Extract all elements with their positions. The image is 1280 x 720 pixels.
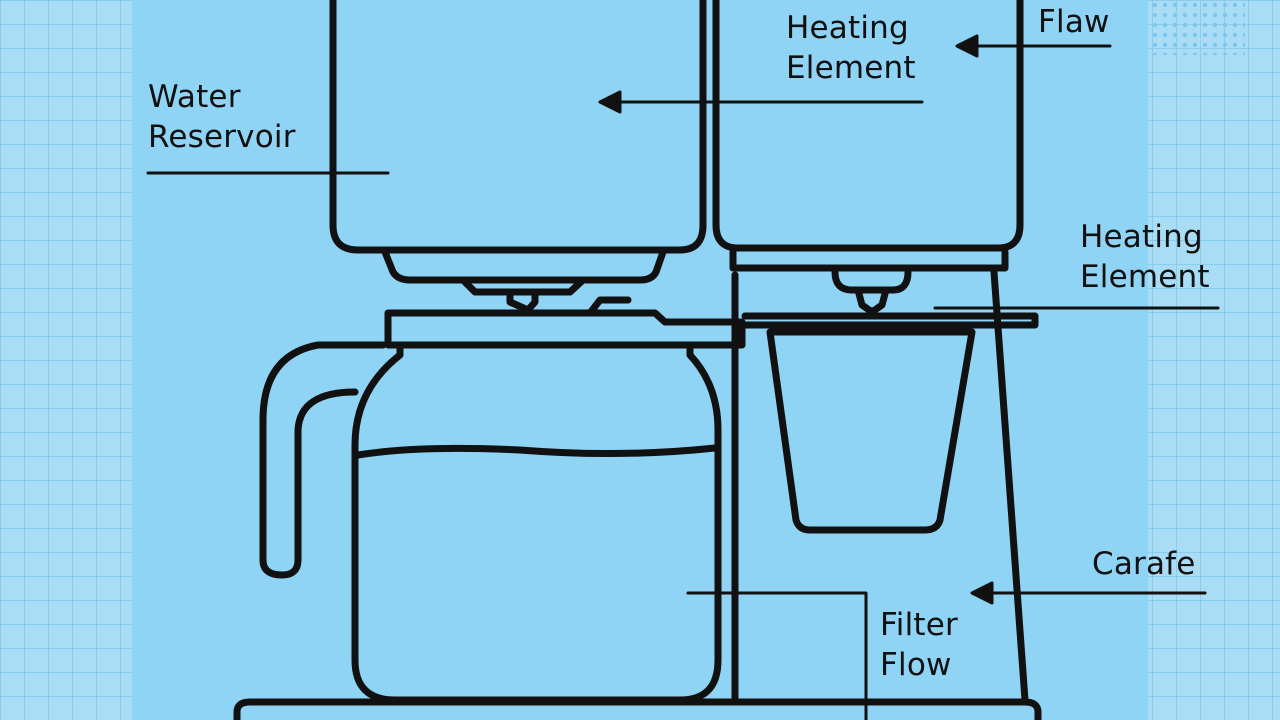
filter-flow-leader bbox=[686, 591, 868, 720]
heating-element-top-label-line2: Element bbox=[786, 50, 916, 86]
heating-element-side-label-line2: Element bbox=[1080, 259, 1210, 295]
filter-basket bbox=[766, 328, 976, 534]
heating-element-side-label-line1: Heating bbox=[1080, 219, 1203, 255]
heating-tank bbox=[712, 0, 1024, 316]
flow-top-arrow bbox=[955, 34, 979, 58]
heating-element-top-label-line1: Heating bbox=[786, 10, 909, 46]
heating-element-top-arrow bbox=[598, 90, 622, 114]
carafe-label-line1: Carafe bbox=[1092, 546, 1196, 582]
carafe bbox=[259, 309, 746, 704]
heating-element-side-label: Heating Element bbox=[1080, 217, 1210, 297]
water-reservoir-tank bbox=[329, 0, 707, 314]
flow-top-label: Flaw bbox=[1038, 2, 1110, 42]
filter-flow-label-line1: Filter bbox=[880, 607, 958, 643]
water-reservoir-label-line1: Water bbox=[148, 79, 241, 115]
water-reservoir-label-line2: Reservoir bbox=[148, 119, 296, 155]
annotation-lines bbox=[146, 34, 1220, 720]
dot-pattern bbox=[1150, 0, 1245, 55]
carafe-arrow bbox=[970, 581, 994, 605]
heating-element-top-label: Heating Element bbox=[786, 8, 916, 88]
carafe-label: Carafe bbox=[1092, 544, 1196, 584]
flow-top-label-line1: Flaw bbox=[1038, 4, 1110, 40]
center-panel bbox=[132, 0, 1148, 720]
machine-base bbox=[233, 698, 1042, 720]
water-reservoir-label: Water Reservoir bbox=[148, 77, 296, 157]
filter-flow-label: Filter Flow bbox=[880, 605, 958, 685]
filter-flow-label-line2: Flow bbox=[880, 647, 952, 683]
